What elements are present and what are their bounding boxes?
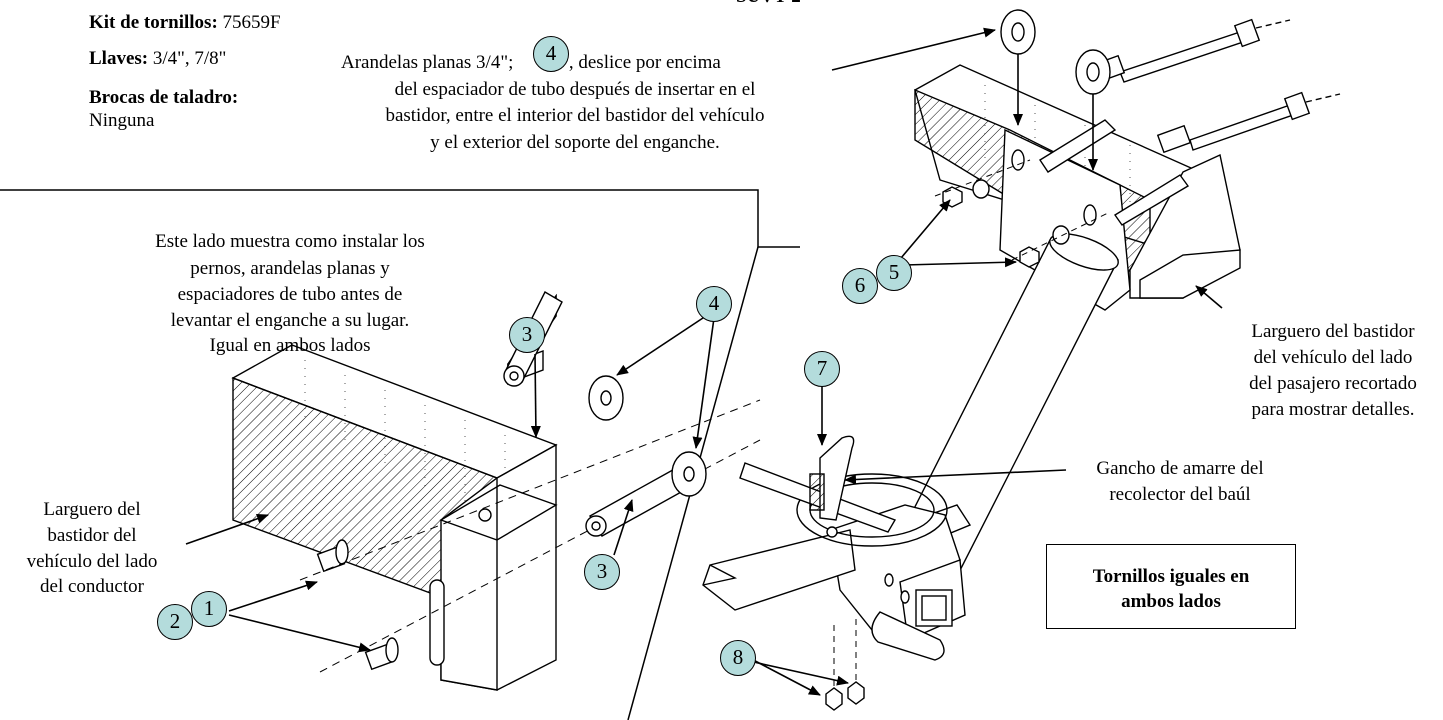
driver-frame-rail-drawing xyxy=(231,291,761,691)
callout-3-tube-lower: 3 xyxy=(584,554,620,590)
callout-1: 1 xyxy=(191,591,227,627)
driver-rail-line1: Larguero del xyxy=(43,499,141,520)
same-bolts-line1: Tornillos iguales en xyxy=(1092,566,1250,587)
inset-note-line1: Este lado muestra como instalar los xyxy=(155,231,425,252)
passenger-rail-line2: del vehículo del lado xyxy=(1253,347,1413,368)
callout-2: 2 xyxy=(157,604,193,640)
inset-note-line2: pernos, arandelas planas y xyxy=(190,258,390,279)
callout-8: 8 xyxy=(720,640,756,676)
callout-3-tube-upper: 3 xyxy=(509,317,545,353)
same-bolts-note-box: Tornillos iguales en ambos lados xyxy=(1046,544,1296,629)
passenger-rail-line3: del pasajero recortado xyxy=(1249,373,1417,394)
drills-label: Brocas de taladro: xyxy=(89,87,239,108)
drills-value: Ninguna xyxy=(89,110,155,131)
passenger-frame-rail-drawing xyxy=(702,9,1341,711)
driver-rail-line2: bastidor del xyxy=(47,525,137,546)
same-bolts-line2: ambos lados xyxy=(1121,591,1221,612)
callout-4-washer-note: 4 xyxy=(533,36,569,72)
driver-rail-line4: del conductor xyxy=(40,576,144,597)
callout-7: 7 xyxy=(804,351,840,387)
fragment-label: SUVT-2 xyxy=(736,0,801,9)
callout-6: 6 xyxy=(842,268,878,304)
washer-note-line1-b: , deslice por encima xyxy=(568,52,721,73)
driver-rail-line3: vehículo del lado xyxy=(26,551,158,572)
wrenches-value: 3/4", 7/8" xyxy=(152,48,227,69)
inset-note-line3: espaciadores de tubo antes de xyxy=(177,284,403,305)
passenger-rail-line4: para mostrar detalles. xyxy=(1251,399,1415,420)
inset-note-line4: levantar el enganche a su lugar. xyxy=(170,310,410,331)
wrenches-line: Llaves: 3/4", 7/8" xyxy=(89,47,226,71)
kit-value: 75659F xyxy=(222,12,281,33)
washer-note-line1: Arandelas planas 3/4"; , deslice por enc… xyxy=(341,51,721,75)
washer-note-line2: del espaciador de tubo después de insert… xyxy=(394,79,756,100)
kit-line: Kit de tornillos: 75659F xyxy=(89,11,281,35)
passenger-rail-line1: Larguero del bastidor xyxy=(1251,321,1415,342)
hook-note-line2: recolector del baúl xyxy=(1109,484,1251,505)
kit-label: Kit de tornillos: xyxy=(89,12,218,33)
callout-5: 5 xyxy=(876,255,912,291)
washer-note-line1-a: Arandelas planas 3/4"; xyxy=(341,52,514,73)
hook-note-line1: Gancho de amarre del xyxy=(1096,458,1264,479)
wrenches-label: Llaves: xyxy=(89,48,149,69)
inset-note-line5: Igual en ambos lados xyxy=(209,335,371,356)
washer-note-line3: bastidor, entre el interior del bastidor… xyxy=(385,105,765,126)
washer-note-line4: y el exterior del soporte del enganche. xyxy=(430,132,720,153)
callout-4-washers: 4 xyxy=(696,286,732,322)
